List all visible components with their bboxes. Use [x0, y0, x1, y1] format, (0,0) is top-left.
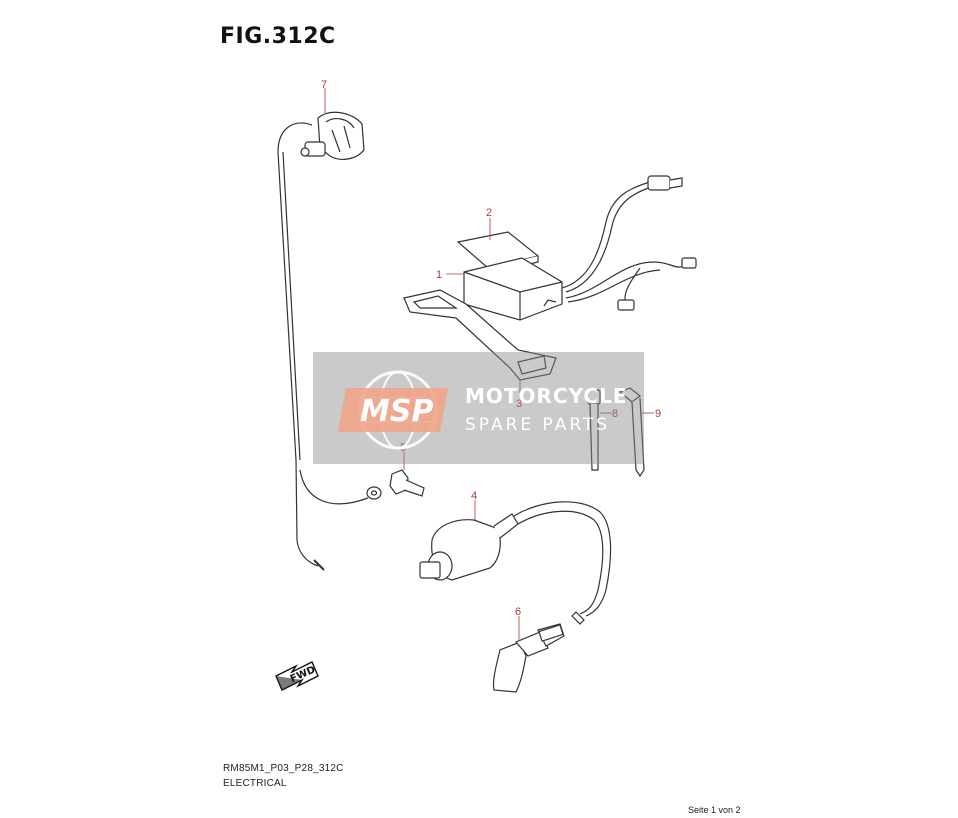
callout-3: 3 [516, 398, 522, 410]
callout-4: 4 [471, 490, 477, 502]
callout-8: 8 [612, 408, 618, 420]
figure-title: FIG.312C [220, 24, 336, 49]
callout-9: 9 [655, 408, 661, 420]
callout-2: 2 [486, 207, 492, 219]
part-7-pickup-coil[interactable] [277, 111, 382, 571]
callout-6: 6 [515, 606, 521, 618]
part-9-clamp[interactable] [618, 387, 645, 478]
part-1-cdi-unit[interactable] [463, 175, 697, 321]
section-label: ELECTRICAL [223, 778, 287, 789]
figure-code: RM85M1_P03_P28_312C [223, 763, 344, 774]
callout-1: 1 [436, 269, 442, 281]
page-indicator: Seite 1 von 2 [688, 805, 741, 815]
watermark-logo: MSP [360, 394, 433, 429]
part-6-spark-plug-cap[interactable] [492, 623, 565, 693]
watermark-title: MOTORCYCLE [465, 384, 627, 408]
fwd-arrow: FWD [275, 661, 319, 691]
watermark: MSP MOTORCYCLE SPARE PARTS [313, 352, 644, 464]
watermark-subtitle: SPARE PARTS [465, 415, 610, 435]
part-5-bolt[interactable] [389, 469, 425, 497]
watermark-logo-badge [338, 388, 448, 432]
part-4-ignition-coil[interactable] [419, 501, 612, 625]
part-3-strap[interactable] [403, 289, 557, 381]
callout-7: 7 [321, 79, 327, 91]
part-8-cable-tie[interactable] [587, 389, 601, 471]
